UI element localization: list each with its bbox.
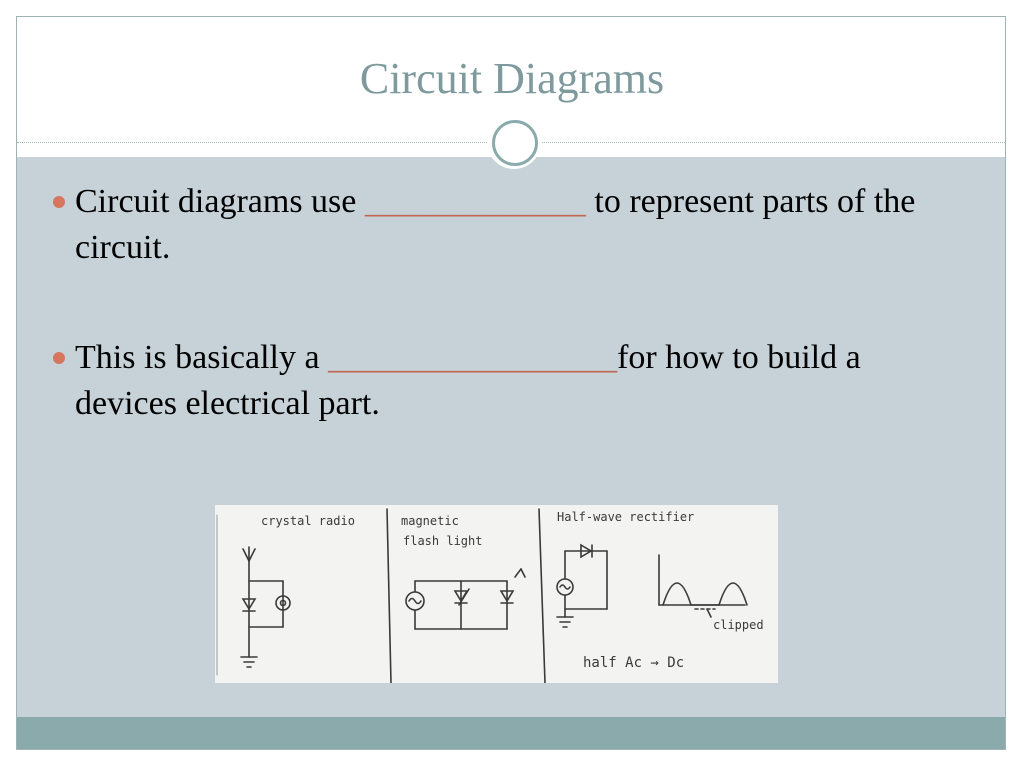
rectifier-label: Half-wave rectifier (557, 510, 694, 524)
fill-in-blank: _____________ (364, 183, 586, 220)
flashlight-label-line2: flash light (403, 534, 482, 548)
panel-divider (386, 508, 392, 683)
footer-bar (17, 717, 1005, 749)
crystal-radio-label: crystal radio (261, 514, 355, 528)
panel-divider (538, 508, 546, 683)
bullet-text-after: to represent parts of the circuit. (75, 183, 916, 266)
crystal-radio-circuit (240, 546, 291, 668)
flashlight-circuit (405, 568, 526, 630)
clipped-note: clipped (713, 618, 764, 632)
slide: Circuit Diagrams Circuit diagrams use __… (16, 16, 1006, 750)
bullet-item: This is basically a _________________for… (53, 335, 965, 427)
bullet-dot-icon (53, 196, 65, 208)
bullet-list: Circuit diagrams use _____________ to re… (53, 179, 965, 491)
bullet-item: Circuit diagrams use _____________ to re… (53, 179, 965, 271)
bullet-text-before: Circuit diagrams use (75, 183, 365, 220)
rectifier-circuit (556, 543, 748, 628)
bullet-text-after: for how to build a devices electrical pa… (75, 339, 861, 422)
flashlight-label-line1: magnetic (401, 514, 459, 528)
fill-in-blank: _________________ (328, 339, 618, 376)
rectifier-caption: half Ac → Dc (583, 655, 684, 671)
circuit-sketch-svg: crystal radio magnetic flash light Half-… (216, 508, 764, 683)
divider-ring-inner-icon (492, 120, 538, 166)
circuit-sketch-image: crystal radio magnetic flash light Half-… (215, 505, 778, 683)
slide-title: Circuit Diagrams (359, 54, 665, 103)
bullet-text-before: This is basically a (75, 339, 329, 376)
bullet-dot-icon (53, 352, 65, 364)
